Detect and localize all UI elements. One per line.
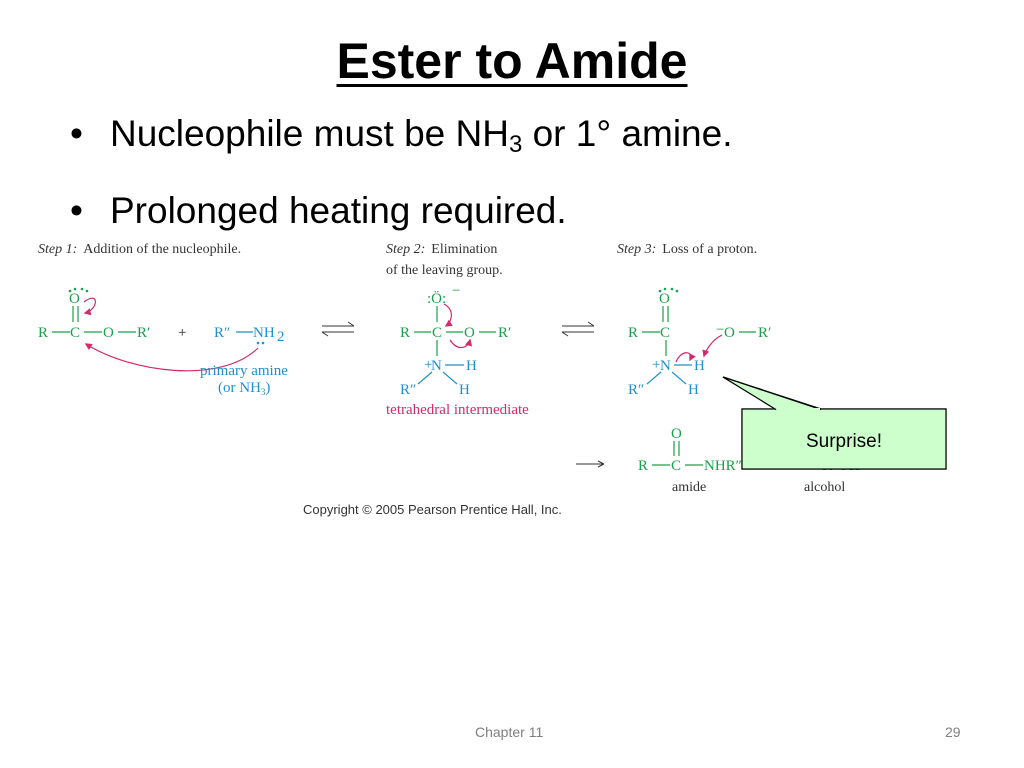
svg-text:C: C	[671, 458, 681, 474]
primary-amine-label: primary amine	[200, 363, 288, 379]
svg-text:R: R	[638, 458, 648, 474]
svg-text:R″: R″	[628, 382, 644, 398]
svg-text:R″: R″	[400, 382, 416, 398]
svg-text:NHR″: NHR″	[704, 458, 742, 474]
copyright-text: Copyright © 2005 Pearson Prentice Hall, …	[303, 502, 562, 517]
svg-text:R′: R′	[137, 325, 150, 341]
svg-text:O: O	[464, 325, 475, 341]
surprise-callout: Surprise!	[722, 376, 947, 470]
svg-text:+: +	[424, 357, 432, 373]
svg-text:H: H	[694, 358, 705, 374]
svg-text:NH: NH	[253, 325, 275, 341]
callout-text: Surprise!	[806, 431, 882, 452]
slide-title: Ester to Amide	[336, 33, 688, 89]
bullet-list: Nucleophile must be NH3 or 1° amine. Pro…	[70, 112, 733, 255]
svg-text:N: N	[660, 358, 671, 374]
svg-text:−: −	[716, 322, 724, 338]
bullet-heating: Prolonged heating required.	[70, 189, 733, 233]
svg-text:R″: R″	[214, 325, 230, 341]
svg-text:R: R	[400, 325, 410, 341]
step2-caption: Step 2:Elimination	[386, 242, 497, 257]
bullet-nucleophile: Nucleophile must be NH3 or 1° amine.	[70, 112, 733, 167]
tetrahedral-structure: :Ö: − R C O R′ + N H R″ H	[400, 283, 511, 398]
plus-sign: +	[178, 325, 186, 341]
svg-text:R: R	[628, 325, 638, 341]
footer-chapter: Chapter 11	[475, 724, 544, 740]
amine-structure: R″ NH 2	[84, 325, 285, 372]
svg-text::Ö:: :Ö:	[427, 290, 446, 307]
ester-structure: O R C O R′	[38, 287, 150, 341]
footer-page-number: 29	[945, 724, 961, 740]
svg-text:2: 2	[277, 329, 285, 345]
svg-text:N: N	[431, 358, 442, 374]
step3-structure: O R C − O R′ + N H R″ H	[628, 287, 771, 398]
or-nh3-label: (or NH3)	[218, 380, 270, 397]
forward-arrow	[576, 460, 605, 468]
svg-text:O: O	[671, 426, 682, 442]
svg-text:−: −	[452, 283, 460, 299]
svg-text:O: O	[724, 325, 735, 341]
svg-text:H: H	[466, 358, 477, 374]
svg-text:C: C	[660, 325, 670, 341]
svg-text:C: C	[432, 325, 442, 341]
equilibrium-arrow-1	[321, 321, 355, 337]
step1-caption: Step 1:Addition of the nucleophile.	[38, 242, 241, 257]
alcohol-label: alcohol	[804, 480, 845, 495]
svg-text:O: O	[659, 291, 670, 307]
svg-text:R′: R′	[498, 325, 511, 341]
svg-text:H: H	[688, 382, 699, 398]
equilibrium-arrow-2	[561, 321, 595, 337]
svg-text:C: C	[70, 325, 80, 341]
svg-text:R: R	[38, 325, 48, 341]
step2-caption-line2: of the leaving group.	[386, 263, 503, 278]
svg-text:O: O	[69, 291, 80, 307]
tetrahedral-label: tetrahedral intermediate	[386, 402, 529, 418]
amide-label: amide	[672, 480, 706, 495]
svg-text:+: +	[652, 357, 660, 373]
svg-text:R′: R′	[758, 325, 771, 341]
step3-caption: Step 3:Loss of a proton.	[617, 242, 757, 257]
svg-text:O: O	[103, 325, 114, 341]
amide-structure: O R C NHR″	[638, 426, 742, 474]
svg-text:H: H	[459, 382, 470, 398]
